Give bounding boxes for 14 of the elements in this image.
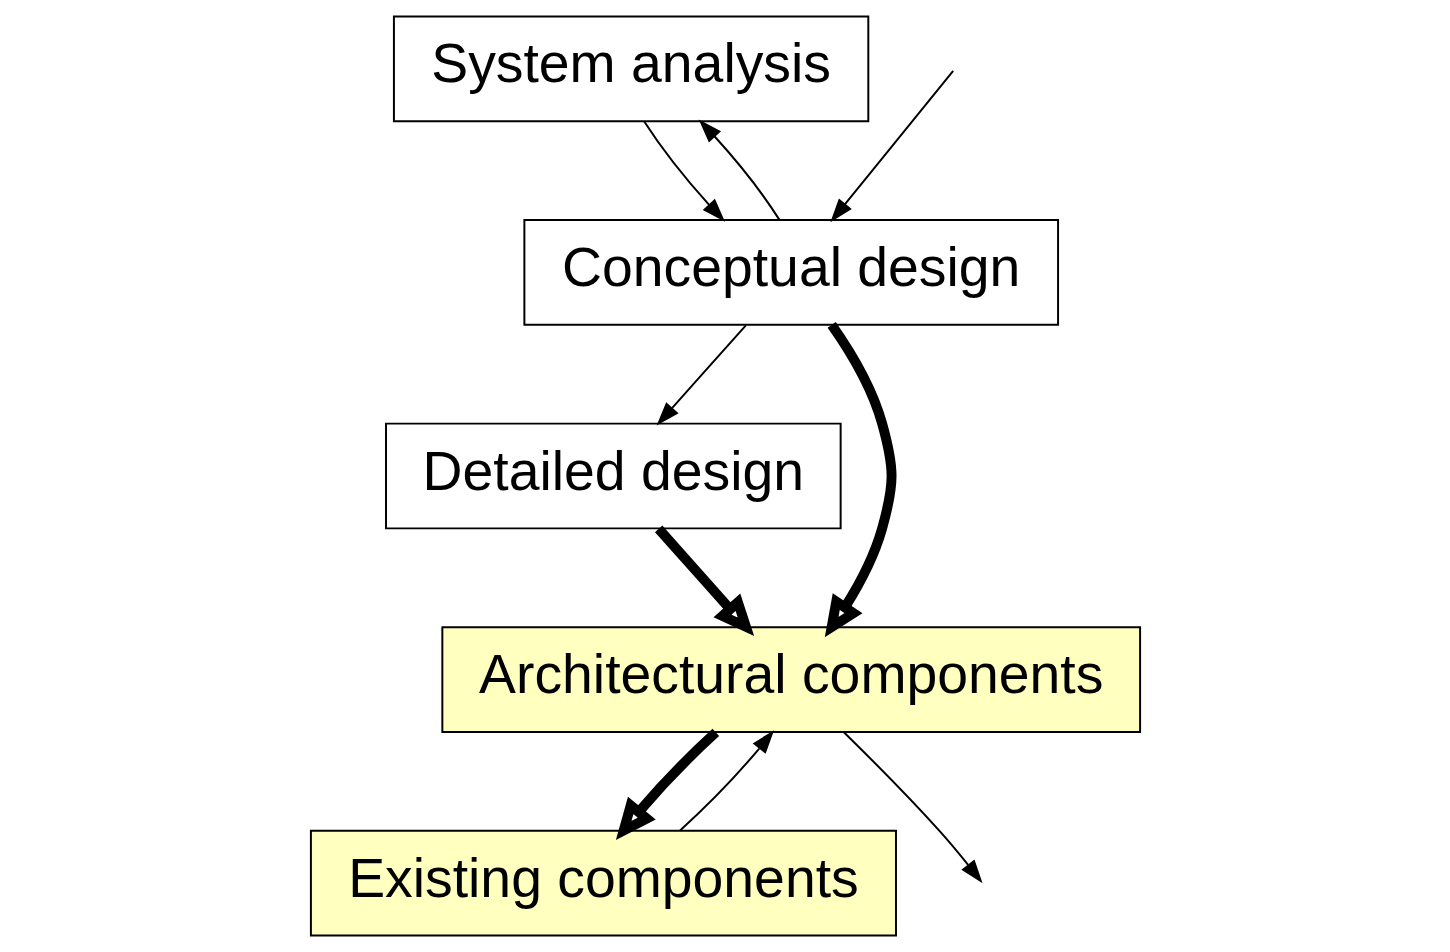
node-box: System analysis (392, 15, 869, 123)
arrow (678, 730, 774, 832)
arrow (642, 120, 725, 222)
arrow (842, 731, 983, 884)
arrow (656, 324, 747, 426)
node-box: Existing components (309, 829, 897, 937)
node-box: Architectural components (440, 626, 1141, 733)
node-box: Detailed design (384, 422, 842, 530)
node-box: Conceptual design (522, 219, 1059, 326)
arrow (824, 322, 896, 638)
arrow (829, 69, 954, 223)
arrow (615, 728, 719, 840)
arrow (698, 119, 780, 221)
arrow (654, 525, 754, 637)
